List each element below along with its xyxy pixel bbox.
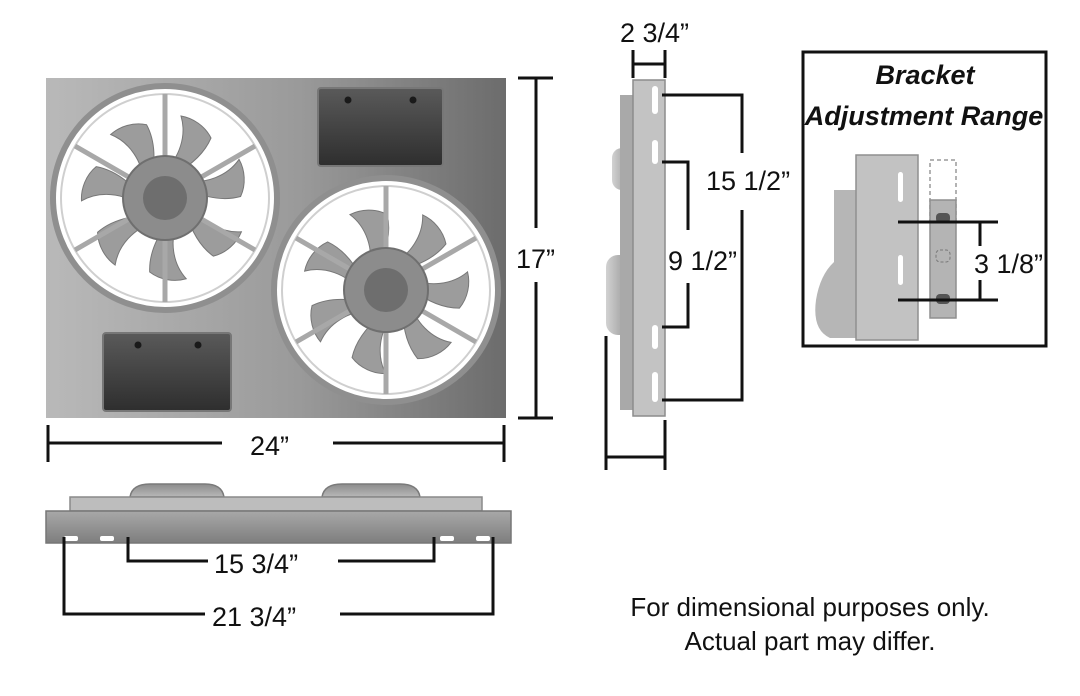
side-view: 2 3/4” 15 1/2” 9 1/2” <box>604 18 790 470</box>
fan-right <box>271 175 501 405</box>
bottom-inner-label: 15 3/4” <box>214 549 298 579</box>
bracket-span-outer-dimension: 15 1/2” <box>662 93 790 402</box>
inset-title-line1: Bracket <box>875 60 975 90</box>
width-label: 24” <box>250 431 289 461</box>
bracket-span-inner-dimension: 9 1/2” <box>662 160 737 329</box>
front-view: 17” 24” <box>46 76 555 462</box>
inset-title-line2: Adjustment Range <box>804 101 1044 131</box>
disclaimer: For dimensional purposes only. Actual pa… <box>630 592 989 656</box>
bracket-span-outer-label: 15 1/2” <box>706 166 790 196</box>
mounting-plate-bottom <box>102 332 232 412</box>
fan-left <box>50 83 280 313</box>
total-depth-dimension <box>604 336 667 470</box>
disclaimer-line2: Actual part may differ. <box>685 626 936 656</box>
mounting-plate-top <box>317 87 444 167</box>
adjustment-range-label: 3 1/8” <box>974 249 1043 279</box>
bottom-outer-label: 21 3/4” <box>212 602 296 632</box>
bottom-outer-dimension: 21 3/4” <box>62 537 495 632</box>
bottom-inner-dimension: 15 3/4” <box>126 537 436 579</box>
height-dimension: 17” <box>516 76 555 420</box>
disclaimer-line1: For dimensional purposes only. <box>630 592 989 622</box>
side-bracket <box>632 79 666 417</box>
width-dimension: 24” <box>46 425 506 462</box>
bracket-adjustment-inset: Bracket Adjustment Range 3 1/8” <box>801 50 1048 348</box>
bracket-depth-dimension: 2 3/4” <box>620 18 689 78</box>
height-label: 17” <box>516 244 555 274</box>
bottom-view: 15 3/4” 21 3/4” <box>45 483 512 632</box>
bracket-span-inner-label: 9 1/2” <box>668 246 737 276</box>
bottom-bracket-bar <box>45 510 512 544</box>
bracket-depth-label: 2 3/4” <box>620 18 689 48</box>
